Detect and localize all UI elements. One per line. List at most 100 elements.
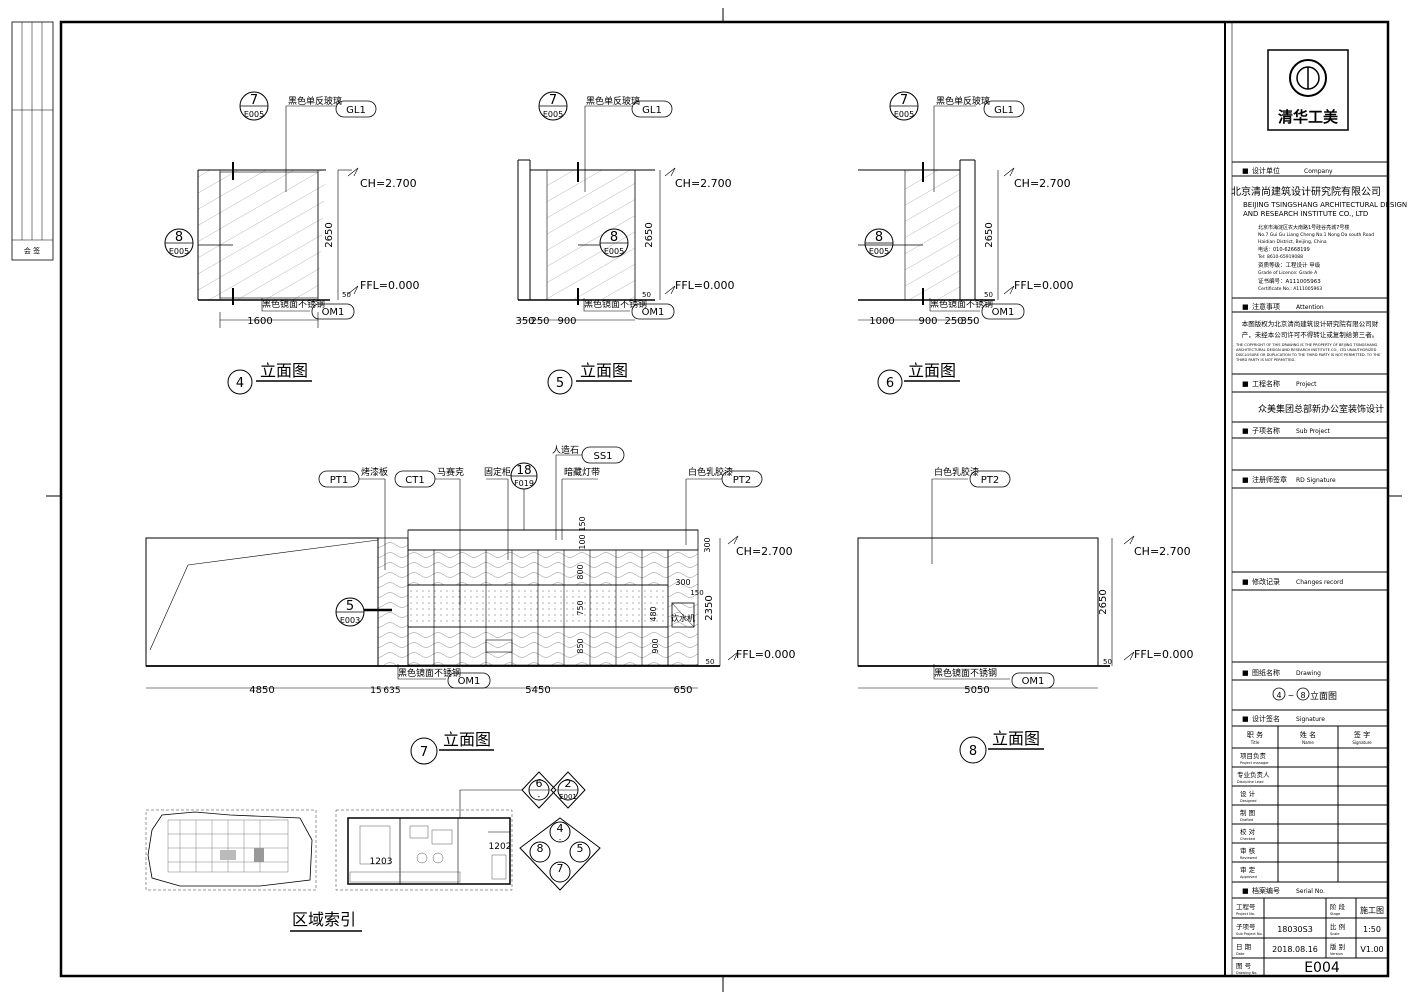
elevation-7: 饮水机 4850 15 635 5450 650 2350 150 100 30… bbox=[145, 444, 796, 765]
e6-dim-4: 350 bbox=[960, 316, 979, 327]
e7-tag-pt2: PT2 bbox=[733, 475, 752, 486]
key2-dash: - bbox=[559, 836, 562, 844]
col-title: 职 务 bbox=[1247, 730, 1263, 739]
attention-cn-2: 产，未经本公司许可不得转让或复制给第三者。 bbox=[1242, 330, 1379, 339]
drawing-sep: ~ bbox=[1288, 691, 1295, 700]
subproject-no-label-en: Sub Project No. bbox=[1236, 932, 1263, 936]
attention-en-4: THIRD PARTY IS NOT PERMITTED. bbox=[1235, 358, 1295, 362]
e6-title: 立面图 bbox=[908, 361, 956, 380]
address-1: 北京市海淀区农大南路1号硅谷亮城7号楼 bbox=[1258, 224, 1349, 231]
e7-dim-i11: 480 bbox=[649, 606, 658, 621]
e7-side-num: 5 bbox=[346, 599, 354, 614]
grade: 资质等级：工程设计 甲级 bbox=[1258, 261, 1321, 269]
e7-label-mosaic: 马赛克 bbox=[437, 466, 464, 478]
e7-dim-i9: 300 bbox=[675, 578, 690, 587]
e5-section-top-num: 7 bbox=[549, 93, 557, 108]
attention-en-1: THE COPYRIGHT OF THIS DRAWING IS THE PRO… bbox=[1235, 343, 1378, 347]
e5-tag-bottom: OM1 bbox=[642, 307, 665, 318]
e5-section-side-ref: E005 bbox=[604, 247, 624, 256]
role-5: 校 对 bbox=[1240, 827, 1256, 836]
role-4-en: Drafted bbox=[1240, 818, 1253, 822]
e6-dim-2: 900 bbox=[918, 316, 937, 327]
date-value: 2018.08.16 bbox=[1272, 945, 1318, 954]
e7-dim-b4: 5450 bbox=[525, 685, 550, 696]
role-1-en: Project manager bbox=[1240, 761, 1269, 765]
e4-ch-mark: CH=2.700 bbox=[360, 177, 417, 190]
e6-tag-bottom: OM1 bbox=[992, 307, 1015, 318]
key-plan-detail: 1203 1202 bbox=[335, 789, 522, 891]
e7-dim-i1: 150 bbox=[578, 516, 587, 531]
signature-bullet: ■ bbox=[1242, 715, 1249, 723]
rd-bullet: ■ bbox=[1242, 476, 1249, 484]
project-label: 工程名称 bbox=[1252, 379, 1280, 388]
e6-label-bottom: 黑色镜面不锈钢 bbox=[930, 298, 993, 310]
e4-dim: 1600 bbox=[247, 316, 272, 327]
room-1203: 1203 bbox=[370, 857, 393, 867]
role-6: 审 核 bbox=[1240, 846, 1256, 855]
e5-ffl-mark: FFL=0.000 bbox=[675, 279, 735, 292]
e4-tag-top: GL1 bbox=[346, 105, 366, 116]
e5-label-top: 黑色单反玻璃 bbox=[586, 95, 640, 107]
col-name: 姓 名 bbox=[1300, 730, 1316, 739]
margin-signoff-strip: 会 签 bbox=[11, 21, 54, 261]
drawing-name: 立面图 bbox=[1310, 690, 1337, 702]
e7-title: 立面图 bbox=[443, 730, 491, 749]
drawing-to: 8 bbox=[1300, 691, 1305, 700]
area-index: 1203 1202 6 - 2 E001 4 5 7 8 - 区域索 bbox=[145, 771, 601, 932]
e6-dim-3: 250 bbox=[944, 316, 963, 327]
e6-section-side-ref: E005 bbox=[869, 247, 889, 256]
elevation-5: 350 250 900 2650 50 CH=2.700 FFL=0.000 7… bbox=[515, 91, 735, 395]
title-block: 清华工美 ■ 设计单位 Company 北京清尚建筑设计研究院有限公司 BEIJ… bbox=[1224, 22, 1407, 976]
company-bullet: ■ bbox=[1242, 167, 1249, 175]
role-3: 设 计 bbox=[1240, 789, 1256, 798]
e4-label-top: 黑色单反玻璃 bbox=[288, 95, 342, 107]
date-label-en: Date bbox=[1236, 952, 1244, 956]
key-plan-overall bbox=[145, 809, 317, 891]
e8-height-dim: 2650 bbox=[1098, 589, 1109, 614]
e4-tag-bottom: OM1 bbox=[322, 307, 345, 318]
e7-ch-mark: CH=2.700 bbox=[736, 545, 793, 558]
e4-height-dim: 2650 bbox=[324, 222, 335, 247]
attention-bullet: ■ bbox=[1242, 303, 1249, 311]
role-1: 项目负责 bbox=[1240, 751, 1267, 760]
e5-dim-3: 900 bbox=[557, 316, 576, 327]
version-value: V1.00 bbox=[1360, 945, 1383, 954]
stage-label-en: Stage bbox=[1330, 912, 1340, 916]
e7-dim-b2: 15 bbox=[370, 686, 381, 696]
rd-label: 注册师签章 bbox=[1252, 475, 1287, 484]
key2-right: 5 bbox=[577, 842, 584, 855]
e8-tag-bottom: OM1 bbox=[1022, 676, 1045, 687]
e8-label-top: 白色乳胶漆 bbox=[934, 466, 979, 478]
e8-title: 立面图 bbox=[992, 729, 1040, 748]
e7-label-fountain: 饮水机 bbox=[671, 613, 695, 623]
changes-label: 修改记录 bbox=[1252, 577, 1280, 586]
e7-tag-ss1: SS1 bbox=[593, 451, 612, 462]
key1-num-a: 6 bbox=[536, 777, 543, 790]
e5-dim-1: 350 bbox=[515, 316, 534, 327]
e7-tag-om1: OM1 bbox=[458, 676, 481, 687]
scale-value: 1:50 bbox=[1363, 925, 1381, 934]
key2-top: 4 bbox=[557, 822, 564, 835]
e4-section-side-ref: E005 bbox=[169, 247, 189, 256]
stage-label: 阶 段 bbox=[1330, 902, 1346, 911]
project-no-label-en: Project No. bbox=[1236, 912, 1255, 916]
e8-dim: 5050 bbox=[964, 685, 989, 696]
col-sign-en: Signature bbox=[1352, 740, 1372, 745]
certificate-en: Certificate No.: A111005963 bbox=[1258, 286, 1322, 292]
changes-bullet: ■ bbox=[1242, 578, 1249, 586]
e7-label-light: 暗藏灯带 bbox=[564, 466, 600, 478]
company-label-en: Company bbox=[1304, 168, 1333, 175]
elevation-4: 1600 2650 50 CH=2.700 FFL=0.000 7 E005 8… bbox=[164, 91, 420, 395]
e8-title-num: 8 bbox=[969, 744, 977, 759]
sheet-border bbox=[46, 8, 1402, 992]
signature-label-en: Signature bbox=[1296, 716, 1325, 723]
e8-label-bottom: 黑色镜面不锈钢 bbox=[934, 667, 997, 679]
e5-height-dim: 2650 bbox=[644, 222, 655, 247]
e7-label-paint: 烤漆板 bbox=[361, 466, 388, 478]
logo: 清华工美 bbox=[1267, 49, 1349, 131]
e7-section-ref: F019 bbox=[514, 479, 534, 488]
e4-title: 立面图 bbox=[260, 361, 308, 380]
project-name: 众美集团总部新办公室装饰设计 bbox=[1258, 403, 1384, 415]
logo-text: 清华工美 bbox=[1278, 108, 1339, 126]
